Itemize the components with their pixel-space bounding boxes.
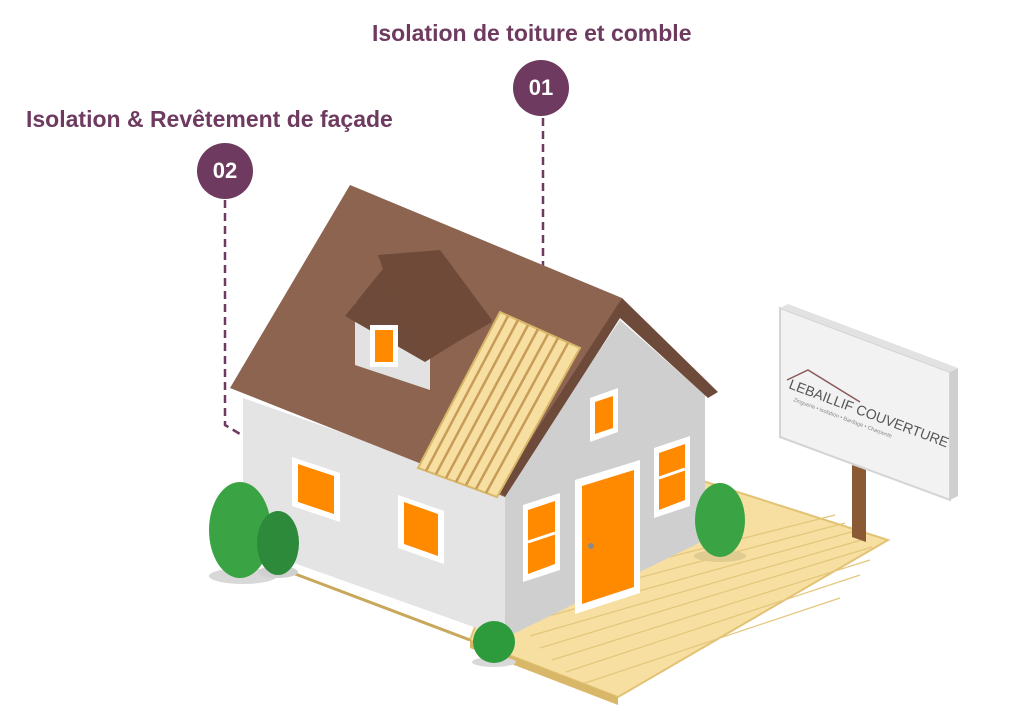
callout-02-leader (223, 200, 251, 442)
window (398, 495, 444, 564)
window (523, 493, 560, 582)
roof-insulation-panel (416, 310, 582, 499)
left-wall (243, 398, 505, 638)
front-door (575, 460, 640, 614)
tree-left-small (257, 511, 299, 578)
bush-front (472, 621, 516, 667)
dormer (345, 250, 492, 390)
tree-right (694, 483, 746, 562)
callout-01-badge: 01 (513, 60, 569, 116)
window (590, 388, 618, 442)
window (292, 457, 340, 522)
company-sign: LEBAILLIF COUVERTURE Zinguerie • Isolati… (779, 304, 958, 542)
callout-01-label: Isolation de toiture et comble (372, 20, 692, 46)
callout-02-label: Isolation & Revêtement de façade (26, 106, 393, 132)
callout-02-badge: 02 (197, 143, 253, 199)
window (654, 436, 690, 518)
